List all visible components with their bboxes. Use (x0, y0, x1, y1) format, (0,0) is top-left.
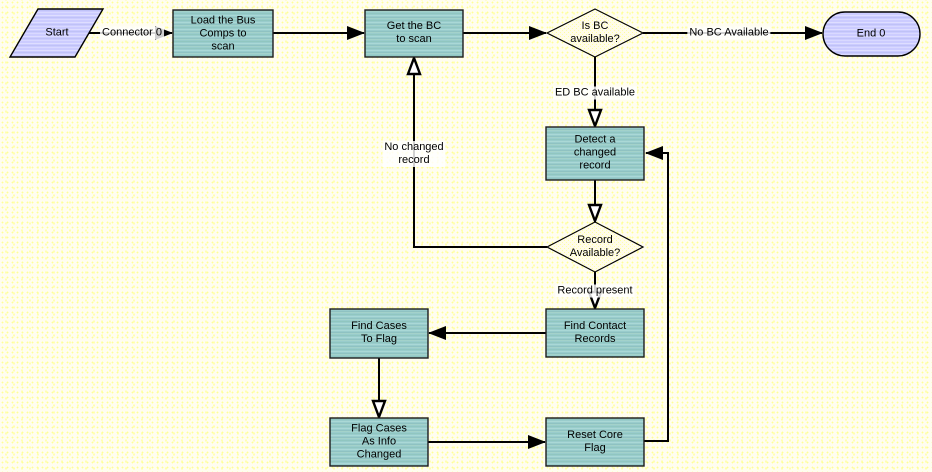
node-record-available-shape[interactable] (545, 221, 645, 273)
connector-resetcore-to-detect[interactable] (644, 146, 669, 442)
node-end0-shape[interactable] (822, 11, 921, 57)
node-start-shape[interactable] (8, 8, 105, 58)
node-is-bc-available-shape[interactable] (545, 8, 645, 58)
node-find-contact-shape[interactable] (545, 308, 645, 358)
node-get-bc-shape[interactable] (364, 9, 464, 58)
node-find-cases-shape[interactable] (329, 308, 429, 359)
connector-recordavail-to-getbc[interactable] (414, 58, 547, 248)
node-reset-core-shape[interactable] (545, 417, 645, 467)
node-flag-cases-shape[interactable] (329, 417, 429, 467)
node-load-bus-comps-shape[interactable] (172, 9, 274, 58)
node-detect-changed-shape[interactable] (545, 126, 645, 181)
